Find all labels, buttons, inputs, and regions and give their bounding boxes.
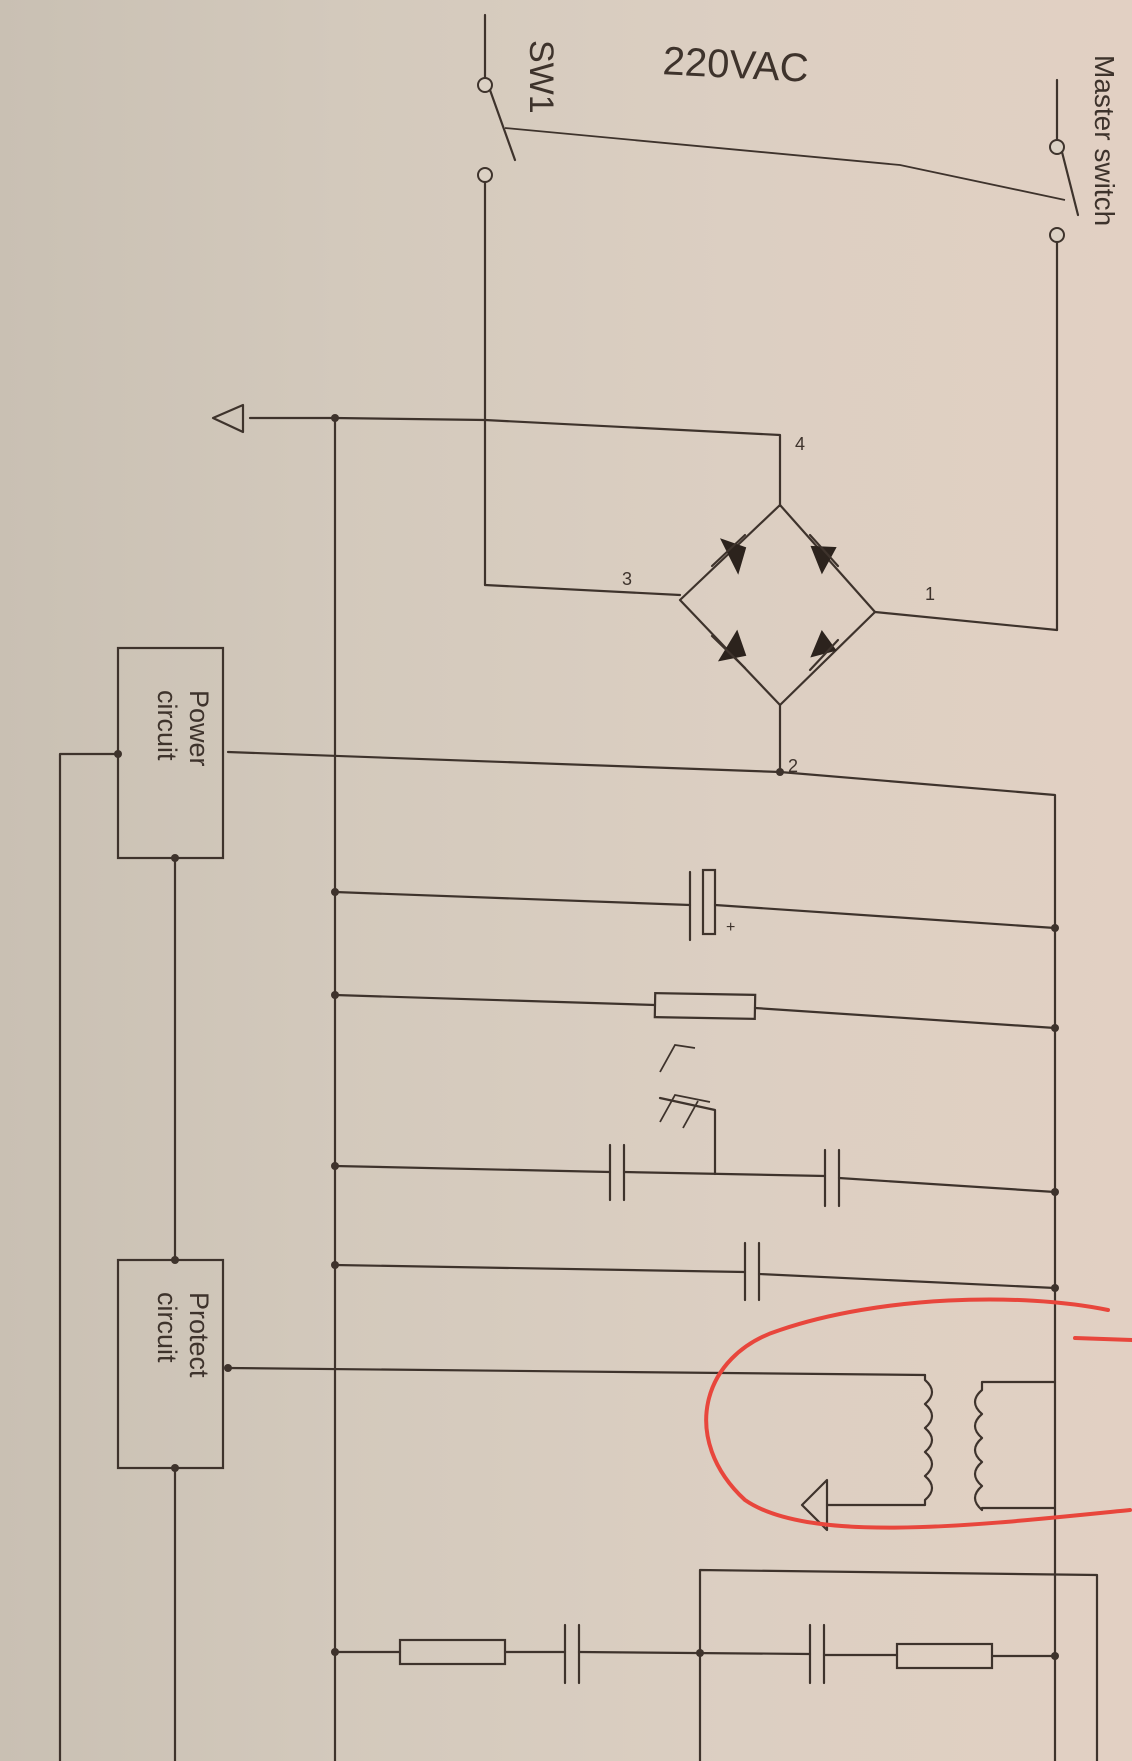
ground-icon <box>800 1478 829 1532</box>
rc-snubber-branch <box>331 1568 1099 1761</box>
sw1-label: SW1 <box>522 40 560 114</box>
capacitor-plus-sign: + <box>726 919 735 936</box>
wire-pin1 <box>873 610 1059 632</box>
bridge-pin-2: 2 <box>788 756 798 776</box>
bridge-pin-3: 3 <box>622 569 632 589</box>
ground-icon <box>211 403 245 434</box>
protect-circuit-label-line2: circuit <box>152 1292 182 1363</box>
diode-icon <box>717 629 747 662</box>
power-circuit-block: Power circuit <box>114 646 225 862</box>
resistor-branch <box>331 991 1059 1032</box>
bridge-pin-4: 4 <box>795 434 805 454</box>
ground-rail-top <box>248 416 782 507</box>
highlight-circle <box>704 1297 1132 1530</box>
diode-icon <box>810 545 837 575</box>
bridge-rectifier: 1 2 3 4 <box>622 434 935 776</box>
diode-icon <box>810 629 837 658</box>
diode-icon <box>720 538 747 575</box>
master-switch <box>1049 78 1080 632</box>
bridge-pin-1: 1 <box>925 584 935 604</box>
power-circuit-label-line2: circuit <box>152 690 182 761</box>
supply-voltage-label: 220VAC <box>662 39 810 91</box>
capacitor-pair-branch <box>331 1044 1059 1208</box>
protect-circuit-label-line1: Protect <box>184 1292 214 1378</box>
switch-mechanical-link <box>504 127 1066 201</box>
right-rail <box>226 750 1057 1761</box>
left-feed-wire <box>58 752 120 1761</box>
wire-pin3 <box>483 583 682 597</box>
highlight-stroke <box>1073 1336 1132 1342</box>
power-circuit-label-line1: Power <box>184 690 214 767</box>
capacitor-branch <box>331 1241 1059 1302</box>
master-switch-label: Master switch <box>1089 55 1120 226</box>
sw1-switch <box>477 13 517 587</box>
transformer <box>226 1366 1057 1532</box>
electrolytic-capacitor-branch: + <box>331 868 1059 942</box>
protect-circuit-block: Protect circuit <box>116 1256 232 1472</box>
